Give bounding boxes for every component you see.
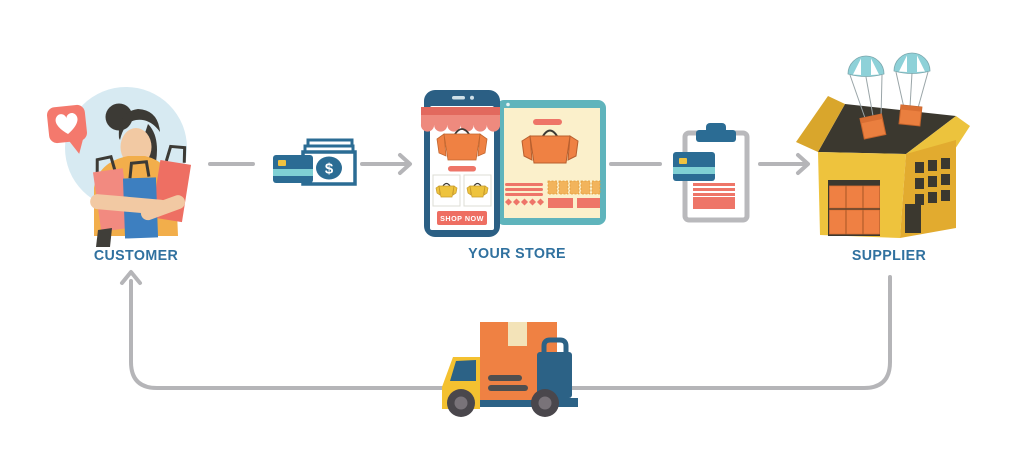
card-bag-2 [466,182,489,198]
heart-chat-bubble-icon [47,104,87,154]
tablet-text-lines [505,183,543,196]
dollar-sign: $ [325,161,334,178]
parachute-package-icon [847,52,931,140]
delivery-truck-icon [442,322,578,417]
garage-with-packages [828,180,880,236]
credit-card-icon [273,155,313,183]
credit-card-icon [673,152,715,181]
air-package-2 [898,104,923,127]
order-lines [693,183,735,209]
customer-arms [90,194,185,221]
card-chip [278,160,286,166]
warehouse-door [905,204,921,233]
browser-tablet-icon [496,100,606,225]
tablet-product-bag [521,129,579,164]
parachute-canopy-2 [893,52,931,74]
phone-camera [470,95,474,100]
air-package-1 [859,113,887,140]
supplier-illustration [796,52,970,238]
tablet-thumbnails [547,180,601,195]
store-illustration: SHOP NOW [420,90,606,237]
arrowhead-supplier [796,153,810,175]
order-clipboard-icon [673,123,750,223]
luggage-bag [537,337,572,398]
truck-wheels [447,389,559,417]
phone-speaker [452,96,465,100]
your-store-label: YOUR STORE [468,245,566,262]
customer-label: CUSTOMER [93,247,179,264]
truck-chassis [476,398,578,407]
cargo-tape [508,322,527,346]
parachute-canopy-1 [847,55,885,77]
awning-icon [420,107,501,132]
product-cards [432,174,492,207]
storefront-phone-icon: SHOP NOW [420,90,501,237]
card-bag-1 [435,182,458,198]
payment-icon: $ [273,138,357,186]
tablet-camera-dot [506,102,510,107]
arrowhead-store [398,153,412,175]
tablet-buttons [548,198,600,208]
warehouse-box-icon [796,96,970,238]
shop-now-button: SHOP NOW [437,211,487,225]
phone-product-bag [436,128,488,161]
warehouse-windows [915,158,950,205]
cab-window [450,360,476,381]
rating-stars [504,198,545,206]
shop-now-label: SHOP NOW [440,214,484,223]
supplier-label: SUPPLIER [851,247,927,264]
customer-illustration [47,87,192,247]
arrowhead-customer [120,270,142,285]
